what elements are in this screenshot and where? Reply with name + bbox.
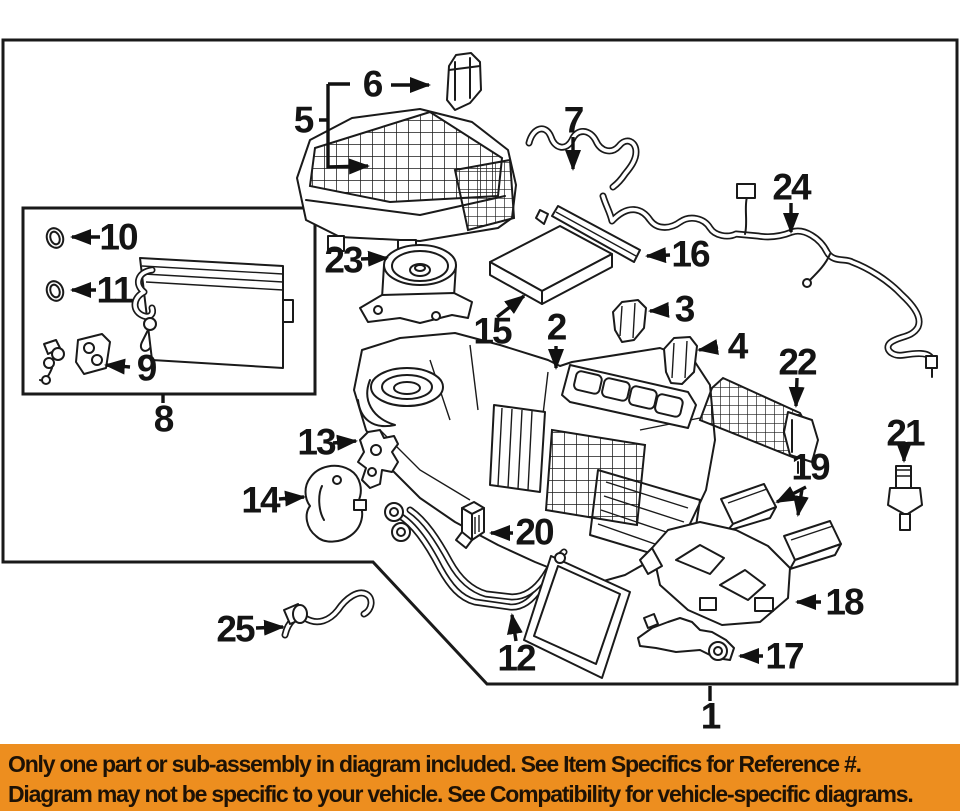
- callout-label-25: 25: [216, 608, 255, 650]
- clip-part-6-drawing: [446, 52, 482, 111]
- elbow-duct-14-drawing: [304, 464, 367, 543]
- sensor-21-drawing: [887, 465, 923, 531]
- ptc-heater-22-drawing: [698, 376, 819, 474]
- fitting-9-drawing: [39, 333, 111, 385]
- callout-label-12: 12: [497, 637, 536, 679]
- disclaimer-line-1: Only one part or sub-assembly in diagram…: [8, 751, 862, 777]
- callout-label-1: 1: [700, 695, 722, 737]
- evaporator-8-drawing: [131, 257, 294, 369]
- callout-label-9: 9: [136, 347, 158, 389]
- callout-label-6: 6: [362, 63, 384, 105]
- actuator-3-drawing: [612, 299, 647, 343]
- hose-25-drawing: [281, 589, 375, 639]
- heater-core-12-drawing: [523, 552, 631, 679]
- callout-label-13: 13: [297, 421, 336, 463]
- damper-19a-drawing: [720, 483, 777, 532]
- callout-label-17: 17: [765, 635, 804, 677]
- callout-label-10: 10: [99, 216, 138, 258]
- callout-label-19: 19: [791, 446, 830, 488]
- callout-label-21: 21: [886, 412, 925, 454]
- seal-strip-16-drawing: [535, 205, 641, 263]
- callout-label-15: 15: [473, 310, 512, 352]
- callout-label-5: 5: [293, 99, 315, 141]
- callout-label-2: 2: [546, 306, 568, 348]
- blower-housing-drawing: [296, 108, 517, 256]
- callout-label-14: 14: [241, 479, 280, 521]
- callout-label-4: 4: [727, 325, 749, 367]
- exploded-parts-drawing: [1, 38, 959, 701]
- callout-label-24: 24: [772, 166, 811, 208]
- callout-label-16: 16: [671, 233, 710, 275]
- leader-lines: [70, 77, 912, 701]
- callout-label-20: 20: [515, 511, 554, 553]
- cabin-filter-15-drawing: [489, 225, 613, 305]
- disclaimer-line-2: Diagram may not be specific to your vehi…: [8, 781, 914, 807]
- callout-label-18: 18: [825, 581, 864, 623]
- foot-duct-18-drawing: [639, 521, 791, 626]
- bracket-17-drawing: [637, 613, 735, 661]
- connector-20-drawing: [455, 501, 485, 549]
- callout-label-7: 7: [563, 99, 585, 141]
- damper-19b-drawing: [783, 520, 842, 570]
- harness-24-drawing: [599, 183, 938, 378]
- callout-label-23: 23: [324, 239, 363, 281]
- oring-11-drawing: [45, 280, 65, 302]
- oring-10-drawing: [45, 227, 65, 249]
- disclaimer-banner: Only one part or sub-assembly in diagram…: [0, 744, 960, 811]
- diagram-frame: [1, 38, 959, 686]
- actuator-4-drawing: [663, 336, 698, 385]
- callout-label-22: 22: [778, 341, 817, 383]
- wire-7-drawing: [525, 125, 640, 191]
- subassembly-box: [21, 206, 317, 396]
- callout-label-3: 3: [674, 288, 696, 330]
- bracket-13-drawing: [357, 429, 399, 489]
- callout-label-11: 11: [96, 269, 133, 311]
- blower-motor-23-drawing: [359, 244, 473, 324]
- callout-label-8: 8: [153, 398, 175, 440]
